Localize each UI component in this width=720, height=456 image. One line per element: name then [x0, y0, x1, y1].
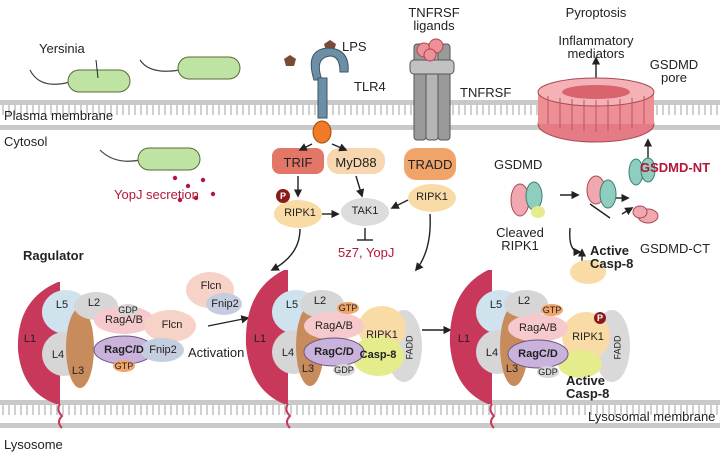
cytosol-label: Cytosol [4, 134, 48, 149]
yersinia-bacteria [29, 56, 241, 203]
l4-label-2: L4 [281, 347, 295, 359]
yopj-secretion-label: YopJ secretion [114, 187, 199, 202]
l1-label-1: L1 [23, 333, 37, 345]
gsdmd-monomers [510, 157, 659, 257]
free-flcn-fnip2 [186, 272, 242, 315]
ragab-label-1: RagA/B [105, 314, 143, 326]
l1-label-2: L1 [253, 333, 267, 345]
l5-label-1: L5 [55, 299, 69, 311]
tak1-label: TAK1 [351, 205, 379, 217]
ragulator-complex-3 [449, 260, 630, 429]
gtp-label-1: GTP [114, 361, 134, 371]
gsdmd-pore [537, 77, 655, 143]
flcn-label-free: Flcn [200, 280, 222, 292]
gtp-label-2: GTP [338, 303, 358, 313]
yersinia-label: Yersinia [39, 41, 85, 56]
gsdmd-pore-label: GSDMD pore [649, 57, 699, 85]
ragulator-label: Ragulator [23, 248, 84, 263]
l3-label-2: L3 [301, 363, 315, 375]
casp8-label-c2: Casp-8 [359, 349, 397, 361]
ragcd-label-3: RagC/D [518, 348, 558, 360]
ragab-label-2: RagA/B [315, 320, 353, 332]
lysosomal-membrane [0, 400, 720, 428]
tnfrsf-receptor [409, 38, 455, 141]
fnip2-label-1: Fnip2 [149, 344, 177, 356]
gsdmd-nt-label: GSDMD-NT [640, 160, 711, 175]
activation-label: Activation [188, 345, 245, 360]
active-casp8-label-top: Active Casp-8 [590, 243, 634, 271]
lysosomal-membrane-label: Lysosomal membrane [588, 409, 716, 424]
ragcd-label-2: RagC/D [314, 346, 354, 358]
phospho-label-1: P [279, 191, 287, 201]
phospho-label-2: P [596, 313, 604, 323]
active-casp8-label-bottom: Active Casp-8 [566, 373, 610, 401]
ragulator-complex-2 [245, 270, 422, 429]
l5-label-3: L5 [489, 299, 503, 311]
l2-label-3: L2 [517, 295, 531, 307]
cleaved-ripk1-label: Cleaved RIPK1 [496, 225, 544, 253]
fadd-label-c2: FADD [404, 335, 415, 360]
plasma-membrane-label: Plasma membrane [4, 108, 114, 123]
gdp-label-1: GDP [118, 305, 138, 315]
gdp-label-3: GDP [538, 367, 558, 377]
gdp-label-2: GDP [334, 365, 354, 375]
tradd-label: TRADD [407, 157, 453, 172]
tnfrsf-label: TNFRSF [460, 85, 512, 100]
l2-label-2: L2 [313, 295, 327, 307]
gsdmd-label: GSDMD [494, 157, 543, 172]
ripk1-label-c3: RIPK1 [572, 331, 604, 343]
ragcd-label-1: RagC/D [104, 344, 144, 356]
adaptor-shapes [272, 148, 456, 228]
ragulator-complex-1 [17, 282, 196, 429]
fadd-label-c3: FADD [612, 335, 623, 360]
l4-label-3: L4 [485, 347, 499, 359]
myd88-label: MyD88 [335, 155, 377, 170]
inhibitor-label: 5z7, YopJ [338, 245, 395, 260]
lps-label: LPS [342, 39, 367, 54]
ripk1-label-tlr: RIPK1 [284, 207, 316, 219]
l1-label-3: L1 [457, 333, 471, 345]
trif-label: TRIF [283, 155, 313, 170]
fnip2-label-free: Fnip2 [211, 298, 239, 310]
lysosome-label: Lysosome [4, 437, 63, 452]
ripk1-label-c2: RIPK1 [366, 329, 398, 341]
inflammatory-mediators-label: Inflammatory mediators [558, 33, 634, 61]
tlr4-label: TLR4 [354, 79, 386, 94]
l3-label-1: L3 [71, 365, 85, 377]
ragab-label-3: RagA/B [519, 322, 557, 334]
pyroptosis-label: Pyroptosis [565, 5, 627, 20]
ripk1-label-tnfr: RIPK1 [416, 191, 448, 203]
l5-label-2: L5 [285, 299, 299, 311]
flcn-label-1: Flcn [161, 319, 183, 331]
l3-label-3: L3 [505, 363, 519, 375]
tnfrsf-ligands-label: TNFRSF ligands [408, 5, 460, 33]
tlr4-receptor [310, 47, 349, 144]
gsdmd-ct-label: GSDMD-CT [640, 241, 711, 256]
l4-label-1: L4 [51, 349, 65, 361]
gtp-label-3: GTP [542, 305, 562, 315]
l2-label-1: L2 [87, 297, 101, 309]
